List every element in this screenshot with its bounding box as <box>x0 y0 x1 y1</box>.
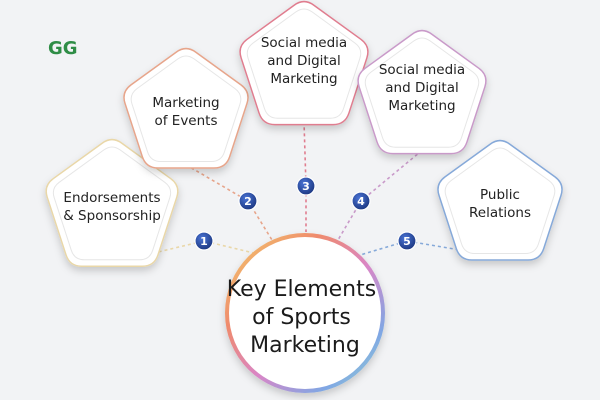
logo-text: GG <box>48 38 78 59</box>
element-label-line: Social media <box>379 62 465 78</box>
center-title-line: Key Elements <box>227 277 376 302</box>
element-label-line: Public <box>480 187 520 203</box>
badge-circle <box>397 231 417 251</box>
center-circle <box>229 237 381 389</box>
badge-number: 2 <box>244 195 252 208</box>
element-label-line: and Digital <box>385 80 458 96</box>
element-label-line: Marketing <box>270 71 337 87</box>
badge-number: 5 <box>403 235 411 248</box>
connector-line-4 <box>337 149 423 241</box>
number-badge-2: 2 <box>238 191 258 211</box>
badge-circle <box>296 176 316 196</box>
center-hub: Key Elements of Sports Marketing <box>225 233 385 393</box>
element-label-line: Relations <box>469 205 531 221</box>
element-label-line: & Sponsorship <box>63 208 161 224</box>
badge-number: 4 <box>357 195 365 208</box>
center-title-line: Marketing <box>250 333 360 358</box>
pentagon-face <box>364 37 480 148</box>
logo: GG <box>48 38 78 59</box>
element-node-2: Marketing of Events <box>123 47 249 169</box>
center-title: Key Elements of Sports Marketing <box>227 277 383 358</box>
badge-circle <box>351 191 371 211</box>
connector-line-2 <box>185 164 273 241</box>
badge-number: 1 <box>200 235 208 248</box>
element-nodes: Endorsements & Sponsorship Marketing of Eve… <box>45 0 563 267</box>
element-label-line: and Digital <box>267 53 340 69</box>
pentagon-face <box>444 147 556 254</box>
element-node-1: Endorsements & Sponsorship <box>45 138 179 267</box>
element-label-line: Social media <box>261 35 347 51</box>
number-badge-5: 5 <box>397 231 417 251</box>
element-label-line: Endorsements <box>63 190 160 206</box>
number-badges: 1 2 3 4 5 <box>194 176 417 251</box>
element-label: Endorsements & Sponsorship <box>63 190 161 224</box>
badge-number: 3 <box>302 180 310 193</box>
pentagon-face <box>246 8 362 119</box>
pentagon-face <box>130 55 242 162</box>
pentagon-face <box>52 146 172 261</box>
number-badge-3: 3 <box>296 176 316 196</box>
number-badge-4: 4 <box>351 191 371 211</box>
element-label-line: Marketing <box>388 98 455 114</box>
badge-circle <box>238 191 258 211</box>
number-badge-1: 1 <box>194 231 214 251</box>
center-title-line: of Sports <box>252 305 351 330</box>
element-label-line: Marketing <box>152 95 219 111</box>
element-label: Marketing of Events <box>152 95 219 129</box>
element-label-line: of Events <box>154 113 217 129</box>
badge-circle <box>194 231 214 251</box>
